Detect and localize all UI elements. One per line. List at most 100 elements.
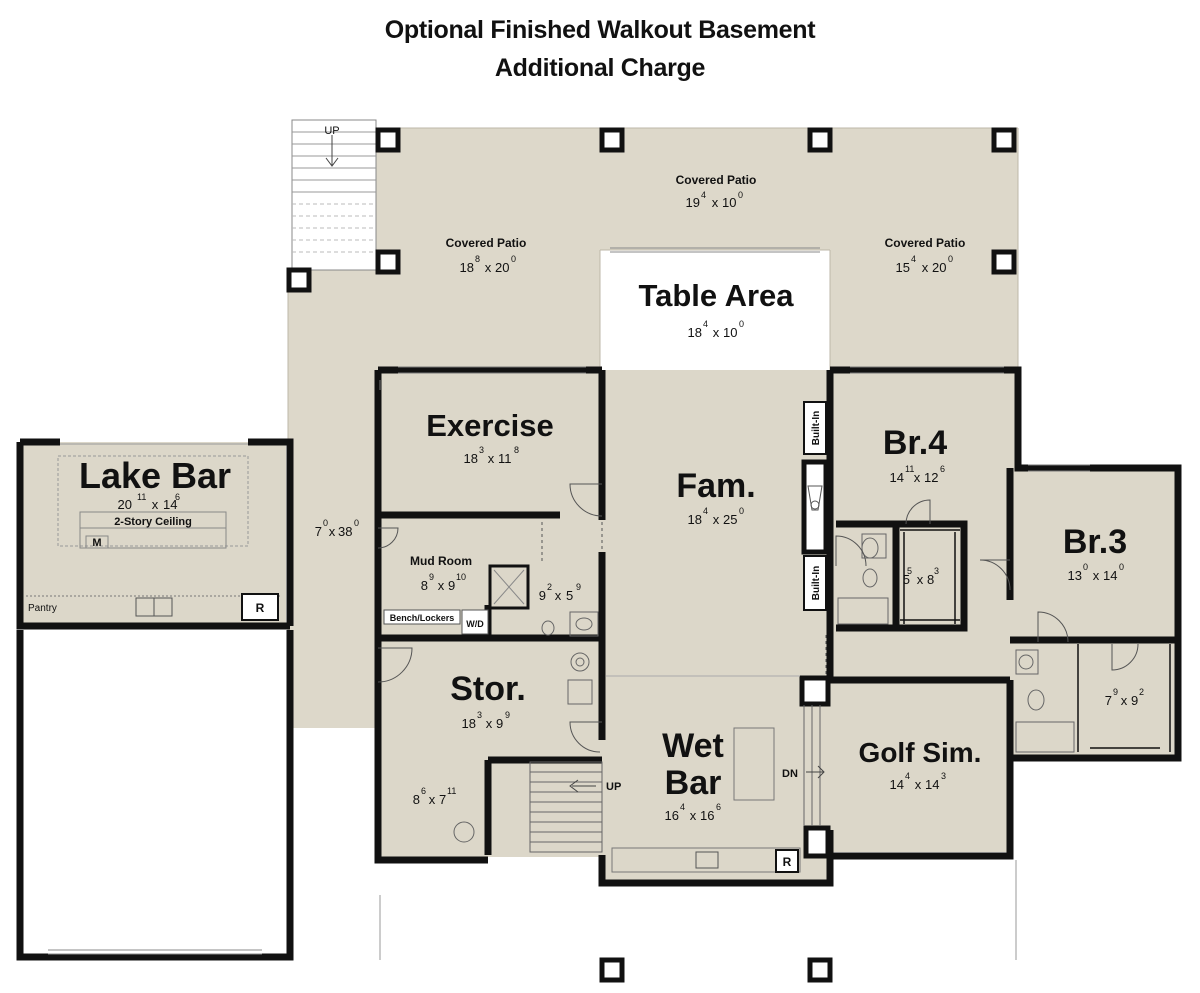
br3-closet-dimensions: 7 9 x 9 2 bbox=[1105, 687, 1144, 708]
svg-text:Fam.: Fam. bbox=[676, 467, 755, 505]
washer-dryer-label: W/D bbox=[466, 619, 484, 629]
svg-text:20: 20 bbox=[495, 260, 509, 275]
svg-text:x: x bbox=[429, 792, 436, 807]
svg-text:x: x bbox=[713, 512, 720, 527]
wet-bar-label: Wet Bar 16 4 x 16 6 bbox=[662, 727, 724, 823]
svg-text:5: 5 bbox=[907, 566, 912, 576]
svg-text:0: 0 bbox=[1119, 562, 1124, 572]
svg-text:8: 8 bbox=[421, 578, 428, 593]
lower-patio-lines bbox=[379, 860, 1017, 960]
svg-text:20: 20 bbox=[118, 497, 132, 512]
svg-text:8: 8 bbox=[927, 572, 934, 587]
svg-text:14: 14 bbox=[1103, 568, 1117, 583]
svg-text:0: 0 bbox=[511, 254, 516, 264]
outdoor-stair: UP bbox=[291, 119, 377, 271]
svg-text:11: 11 bbox=[498, 451, 512, 466]
door-swings bbox=[377, 483, 1139, 753]
svg-text:x: x bbox=[713, 325, 720, 340]
lake-bar: Lake Bar 20 11 x 14 6 2-Story Ceiling M … bbox=[16, 438, 294, 630]
svg-text:25: 25 bbox=[723, 512, 737, 527]
svg-text:6: 6 bbox=[940, 464, 945, 474]
stair-up-label-bottom: UP bbox=[606, 781, 621, 793]
golf-sim-label: Golf Sim. 14 4 x 14 3 bbox=[859, 737, 982, 792]
mud-room-label: Mud Room 8 9 x 9 10 bbox=[410, 554, 472, 593]
svg-text:4: 4 bbox=[703, 506, 708, 516]
svg-text:x: x bbox=[485, 260, 492, 275]
stair-up-label-top: UP bbox=[324, 125, 339, 137]
svg-text:3: 3 bbox=[477, 710, 482, 720]
svg-text:x: x bbox=[438, 578, 445, 593]
br3-bath bbox=[1015, 644, 1171, 753]
built-in-label-2: Built-In bbox=[811, 566, 822, 600]
svg-text:Covered Patio: Covered Patio bbox=[446, 236, 527, 250]
svg-text:Br.4: Br.4 bbox=[883, 424, 947, 462]
svg-text:16: 16 bbox=[700, 808, 714, 823]
svg-text:4: 4 bbox=[680, 802, 685, 812]
br3-label: Br.3 13 0 x 14 0 bbox=[1063, 523, 1127, 583]
svg-text:3: 3 bbox=[941, 771, 946, 781]
svg-text:0: 0 bbox=[739, 506, 744, 516]
svg-text:11: 11 bbox=[137, 492, 146, 502]
corridor-dimensions: 7 0 x 38 0 bbox=[315, 518, 359, 539]
svg-text:Stor.: Stor. bbox=[450, 670, 526, 708]
pantry-label: Pantry bbox=[28, 603, 57, 614]
svg-text:5: 5 bbox=[903, 572, 910, 587]
svg-text:x: x bbox=[690, 808, 697, 823]
wet-bar-counter: R bbox=[611, 727, 801, 873]
svg-text:8: 8 bbox=[514, 445, 519, 455]
svg-text:18: 18 bbox=[688, 325, 702, 340]
svg-text:13: 13 bbox=[1068, 568, 1082, 583]
svg-text:9: 9 bbox=[1113, 687, 1118, 697]
svg-text:5: 5 bbox=[566, 588, 573, 603]
svg-text:12: 12 bbox=[924, 470, 938, 485]
svg-text:4: 4 bbox=[703, 319, 708, 329]
svg-text:8: 8 bbox=[413, 792, 420, 807]
two-story-ceiling-label: 2-Story Ceiling bbox=[114, 516, 192, 528]
wet-bar-fridge-label: R bbox=[783, 855, 792, 869]
svg-text:Mud Room: Mud Room bbox=[410, 554, 472, 568]
covered-patio-area bbox=[288, 128, 1018, 728]
svg-text:18: 18 bbox=[462, 716, 476, 731]
mud-bath-dimensions: 9 2 x 5 9 bbox=[539, 582, 581, 603]
svg-text:x: x bbox=[922, 260, 929, 275]
svg-text:10: 10 bbox=[722, 195, 736, 210]
exercise-label: Exercise 18 3 x 11 8 bbox=[426, 408, 554, 466]
built-in-label-1: Built-In bbox=[811, 411, 822, 445]
lake-bar-dimensions: 20 11 x 14 6 bbox=[118, 492, 180, 512]
plan-title: Optional Finished Walkout Basement bbox=[384, 16, 816, 44]
svg-text:0: 0 bbox=[1083, 562, 1088, 572]
patio-posts bbox=[286, 127, 1017, 983]
svg-text:14: 14 bbox=[890, 777, 904, 792]
svg-text:7: 7 bbox=[439, 792, 446, 807]
br4-label: Br.4 14 11 x 12 6 bbox=[883, 424, 947, 485]
down-stair: DN bbox=[782, 705, 825, 826]
svg-text:0: 0 bbox=[354, 518, 359, 528]
svg-text:10: 10 bbox=[723, 325, 737, 340]
table-area-label: Table Area 18 4 x 10 0 bbox=[638, 278, 794, 340]
stor-small-dimensions: 8 6 x 7 11 bbox=[413, 786, 457, 807]
svg-text:x: x bbox=[555, 588, 562, 603]
svg-text:0: 0 bbox=[739, 319, 744, 329]
svg-text:Bar: Bar bbox=[665, 764, 722, 802]
svg-text:20: 20 bbox=[932, 260, 946, 275]
svg-text:7: 7 bbox=[1105, 693, 1112, 708]
svg-text:4: 4 bbox=[905, 771, 910, 781]
svg-text:x: x bbox=[329, 524, 336, 539]
plan-subtitle: Additional Charge bbox=[494, 54, 706, 82]
br4-bath bbox=[837, 529, 960, 625]
stor-label: Stor. 18 3 x 9 9 bbox=[450, 670, 526, 731]
lake-bar-m-label: M bbox=[92, 537, 101, 549]
windows bbox=[379, 366, 1090, 472]
svg-text:Golf Sim.: Golf Sim. bbox=[859, 737, 982, 768]
fam-built-ins: Built-In Built-In bbox=[801, 401, 829, 611]
interior-walls bbox=[374, 366, 1182, 887]
covered-patio-left-label: Covered Patio 18 8 x 20 0 bbox=[446, 236, 527, 275]
interior-stair: UP bbox=[529, 761, 621, 853]
covered-patio-right-label: Covered Patio 15 4 x 20 0 bbox=[885, 236, 966, 275]
svg-text:0: 0 bbox=[323, 518, 328, 528]
svg-text:6: 6 bbox=[175, 492, 180, 502]
svg-text:9: 9 bbox=[539, 588, 546, 603]
svg-text:10: 10 bbox=[456, 572, 466, 582]
svg-text:x: x bbox=[1093, 568, 1100, 583]
